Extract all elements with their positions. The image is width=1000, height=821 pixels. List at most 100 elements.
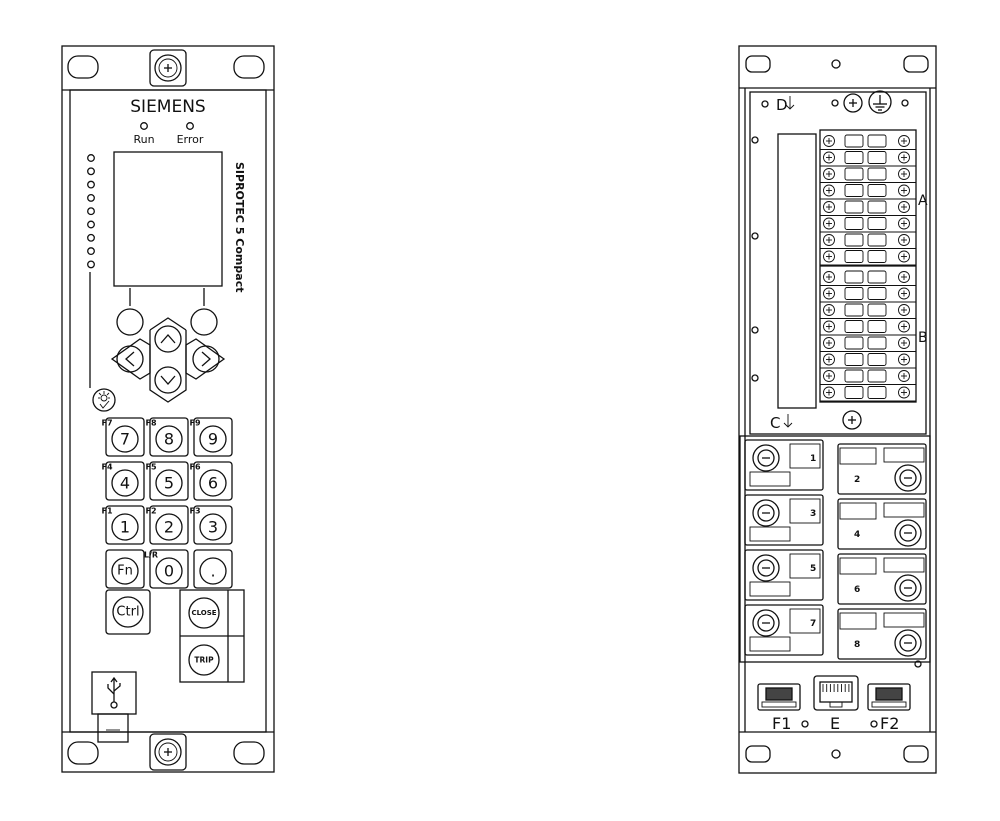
key-label: 0 [164,562,174,581]
io-module-area [739,435,931,663]
io-module-slot-1: 1 [744,439,824,491]
brightness-icon[interactable] [92,388,116,412]
mounting-slot-icon [745,745,771,763]
key-function-label: L/R [144,551,158,560]
mounting-slot-icon [233,741,265,765]
ground-icon [868,90,892,114]
terminal-row [820,320,916,336]
terminal-row [820,270,916,286]
terminal-row [820,336,916,352]
function-led [87,154,95,162]
key-label: 8 [164,430,174,449]
function-led [87,207,95,216]
svg-text:TRIP: TRIP [194,656,214,665]
lcd-display [113,151,223,287]
keypad-key-dot[interactable]: . [193,549,233,589]
svg-text:CLOSE: CLOSE [191,609,216,617]
io-module-slot-6: 6 [837,553,927,605]
mounting-slot-icon [903,745,929,763]
communication-ports [757,675,911,711]
keypad-key-4[interactable]: 4F4 [101,461,145,501]
front-face-plate [69,89,267,733]
product-name: SIPROTEC 5 Compact [233,162,246,292]
function-led [87,260,95,269]
io-module-slot-4: 4 [837,498,927,550]
ethernet-port-e[interactable] [813,675,859,711]
keypad-key-2[interactable]: 2F2 [145,505,189,545]
keypad-key-3[interactable]: 3 F3 [189,505,233,545]
terminal-d-label: D [776,96,788,114]
keypad-key-1[interactable]: 1 F1 [101,505,145,545]
keypad-key-5[interactable]: 5 F5 [145,461,189,501]
key-function-label: F7 [101,419,112,428]
function-led [87,167,95,176]
keypad-key-6[interactable]: 6F6 [189,461,233,501]
io-module-slot-5: 5 [744,549,824,601]
run-led [140,122,148,130]
module-number: 6 [854,585,860,595]
softkey-left-button[interactable] [116,308,144,336]
keypad-key-9[interactable]: 9F9 [189,417,233,457]
key-label: 5 [164,474,174,493]
softkey-right-button[interactable] [190,308,218,336]
key-function-label: F1 [101,507,112,516]
function-led [87,193,95,202]
io-module-slot-8: 8 [837,608,927,660]
keypad-key-7[interactable]: 7F7 [101,417,145,457]
terminal-row [820,184,916,200]
module-number: 8 [854,640,860,650]
keypad-key-0[interactable]: 0 L/R [144,549,189,589]
terminal-row [820,386,916,402]
sfp-port-f2[interactable] [867,683,911,711]
key-function-label: F3 [189,507,200,516]
sfp-port-f1[interactable] [757,683,801,711]
terminal-row [820,303,916,319]
module-number: 3 [810,509,816,519]
arrow-down-button[interactable] [154,366,182,394]
svg-text:Ctrl: Ctrl [116,605,139,620]
usb-cover-tab [97,713,129,743]
key-function-label: F5 [145,463,156,472]
screw-icon [899,469,917,487]
terminal-block-area [749,91,927,435]
brand-logo: SIEMENS [130,97,205,117]
screw-icon [842,410,862,430]
terminal-b-label: B [918,330,928,346]
ctrl-button[interactable]: Ctrl [105,589,151,635]
error-led [186,122,194,130]
terminal-a-label: A [918,193,928,209]
key-label: 2 [164,518,174,537]
close-button[interactable]: CLOSE [188,597,220,629]
led-column [87,154,95,269]
port-f2-label: F2 [880,714,899,733]
screw-icon [757,559,775,577]
arrow-left-button[interactable] [116,345,144,373]
key-label: 9 [208,430,218,449]
mounting-slot-icon [745,55,771,73]
chevron-down-icon [160,375,176,385]
arrow-right-button[interactable] [192,345,220,373]
keypad-key-8[interactable]: 8F8 [145,417,189,457]
terminal-row [820,369,916,385]
key-label: 1 [120,518,130,537]
rear-panel: D C A B [738,45,937,774]
terminal-row [820,134,916,150]
screw-icon [154,54,182,82]
port-e-label: E [830,714,840,733]
terminal-row [820,287,916,303]
arrow-up-button[interactable] [154,325,182,353]
terminal-row [820,151,916,167]
key-label: 3 [208,518,218,537]
trip-button[interactable]: TRIP [188,644,220,676]
rear-mounting-frame [738,45,937,774]
run-led-label: Run [133,133,154,146]
screw-icon [757,449,775,467]
keypad-key-fn[interactable]: Fn [105,549,145,589]
module-c-slot [777,133,817,409]
screw-icon [843,93,863,113]
chevron-right-icon [201,351,211,367]
io-module-slot-7: 7 [744,604,824,656]
